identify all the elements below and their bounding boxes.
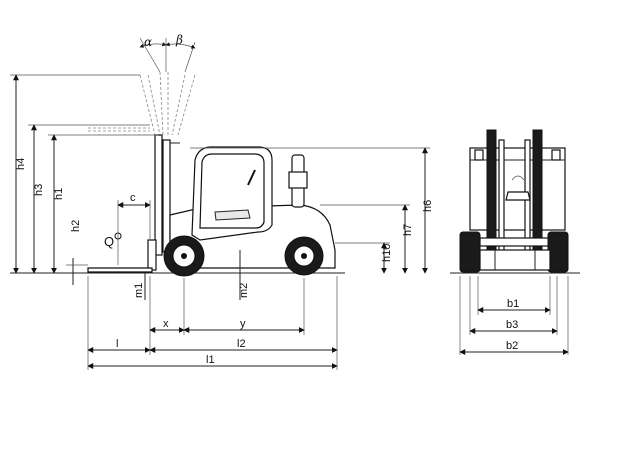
label-h10: h10 (381, 244, 393, 262)
mast-inner (162, 139, 171, 253)
front-wheel-left (459, 231, 481, 273)
fork-carriage (147, 239, 157, 271)
label-alpha: α (144, 35, 152, 49)
label-b2: b2 (506, 340, 518, 352)
label-h4: h4 (15, 158, 27, 170)
label-h3: h3 (33, 184, 45, 196)
front-axle (479, 249, 551, 271)
label-b1: b1 (507, 298, 519, 310)
front-carriage (479, 237, 551, 247)
exhaust-muffler (288, 171, 308, 189)
label-h1: h1 (53, 188, 65, 200)
label-m1: m1 (133, 283, 145, 298)
label-h7: h7 (402, 224, 414, 236)
fork-tine (87, 267, 153, 273)
label-b3: b3 (506, 319, 518, 331)
front-seat (505, 191, 531, 201)
label-x: x (163, 318, 169, 330)
rear-wheel (284, 236, 324, 276)
label-c: c (130, 192, 136, 204)
label-l1: l1 (206, 354, 215, 366)
forklift-front-view (459, 129, 569, 273)
seat (214, 209, 251, 221)
mast-upright (154, 134, 163, 256)
label-l: l (116, 338, 118, 350)
label-m2: m2 (238, 283, 250, 298)
beta-arc (165, 42, 196, 49)
label-l2: l2 (237, 338, 246, 350)
label-y: y (240, 318, 246, 330)
mast-tilt-ghost (88, 71, 196, 136)
label-h6: h6 (422, 200, 434, 212)
steering-wheel (247, 169, 256, 186)
label-Q: Q (104, 234, 114, 249)
alpha-arc (139, 42, 167, 48)
front-mast-left (486, 129, 497, 271)
label-h2: h2 (70, 220, 82, 232)
front-wheel-right (547, 231, 569, 273)
label-beta: β (175, 33, 183, 47)
front-wheel (163, 235, 205, 277)
front-body (469, 147, 566, 231)
front-mast-right (532, 129, 543, 271)
forklift-side-view (87, 37, 336, 277)
